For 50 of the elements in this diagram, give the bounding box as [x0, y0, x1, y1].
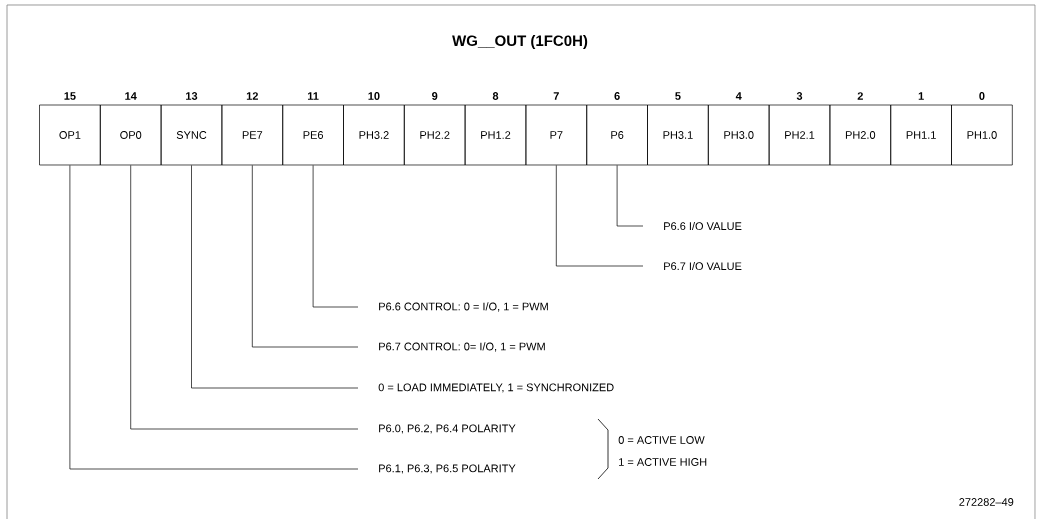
diagram-title: WG__OUT (1FC0H)	[452, 35, 588, 49]
bit-number: 9	[432, 92, 438, 100]
bit-cell: PH3.2	[343, 104, 405, 166]
leader-line	[312, 165, 359, 308]
bit-cell: PH2.2	[403, 104, 466, 166]
bit-number: 5	[675, 92, 681, 100]
leader-line	[555, 165, 644, 267]
figure-number: 272282–49	[959, 498, 1014, 506]
bit-cell: OP0	[99, 104, 162, 166]
bit-number: 0	[979, 92, 985, 100]
leader-line	[69, 165, 359, 470]
leader-line	[616, 165, 644, 227]
bit-number: 3	[796, 92, 803, 100]
leader-line	[130, 165, 359, 430]
bit-cell: PH2.0	[829, 104, 892, 166]
bit-cell: PH2.1	[768, 104, 831, 166]
bit-cell: OP1	[39, 104, 101, 166]
bit-cell: P7	[525, 104, 588, 166]
bit-cell: PH1.1	[890, 104, 952, 166]
note: 1 = ACTIVE HIGH	[619, 458, 707, 466]
field-description: P6.7 I/O VALUE	[664, 261, 742, 271]
bit-cell: PH3.0	[707, 104, 770, 166]
bit-cell: SYNC	[160, 104, 223, 166]
field-description: P6.6 CONTROL: 0 = I/O, 1 = PWM	[379, 302, 548, 312]
bit-cell: PH1.0	[951, 104, 1013, 166]
bit-number: 8	[492, 92, 499, 100]
bit-number: 14	[125, 92, 137, 100]
bit-number: 15	[64, 92, 76, 100]
bit-number: 12	[246, 92, 258, 100]
bit-cell: PH1.2	[464, 104, 527, 166]
bit-cell: PH3.1	[647, 104, 709, 166]
bit-number: 4	[735, 92, 742, 100]
leader-line	[251, 165, 359, 348]
bit-number: 2	[857, 92, 863, 100]
bit-cell: P6	[586, 104, 648, 166]
field-description: P6.6 I/O VALUE	[664, 221, 742, 231]
field-description: P6.0, P6.2, P6.4 POLARITY	[379, 424, 516, 434]
field-description: 0 = LOAD IMMEDIATELY, 1 = SYNCHRONIZED	[378, 383, 614, 393]
note: 0 = ACTIVE LOW	[618, 436, 705, 444]
bit-number: 6	[614, 92, 620, 100]
bit-number: 13	[186, 92, 198, 100]
bit-number: 1	[918, 92, 924, 100]
leader-line	[191, 165, 359, 389]
bit-number: 11	[308, 92, 319, 100]
bit-number: 10	[368, 92, 380, 100]
field-description: P6.7 CONTROL: 0= I/O, 1 = PWM	[379, 342, 545, 352]
field-description: P6.1, P6.3, P6.5 POLARITY	[379, 464, 516, 474]
bit-number: 7	[553, 92, 559, 100]
bit-cell: PE6	[282, 104, 344, 166]
bit-cell: PE7	[221, 104, 284, 166]
